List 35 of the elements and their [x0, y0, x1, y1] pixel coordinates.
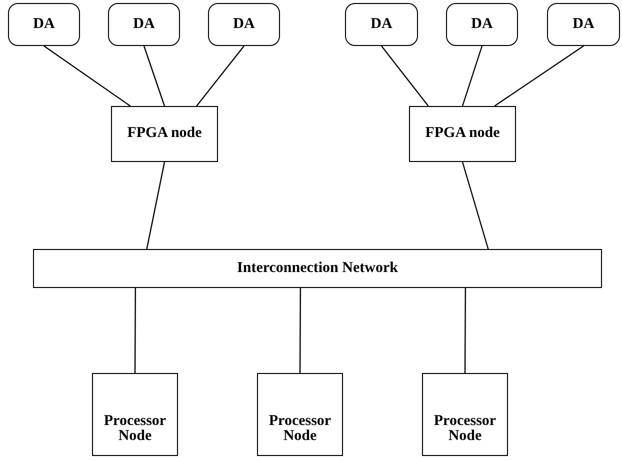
- node-label: DA: [572, 16, 594, 32]
- device-box: [547, 3, 620, 46]
- device-box: [345, 3, 418, 46]
- node-label: FPGA node: [127, 126, 202, 142]
- connector-line: [381, 46, 429, 106]
- device-box: [8, 3, 80, 46]
- node-label: FPGA node: [425, 126, 500, 142]
- device-box: [108, 3, 180, 46]
- node-label: Processor Node: [268, 414, 332, 445]
- process-box: [422, 373, 508, 456]
- connector-line: [146, 162, 166, 250]
- device-box: [208, 3, 280, 46]
- connector-line: [462, 46, 483, 106]
- node-label: DA: [370, 16, 392, 32]
- node-label: DA: [133, 16, 155, 32]
- node-label: Processor Node: [432, 414, 498, 445]
- node-label: DA: [33, 16, 55, 32]
- node-label: DA: [471, 16, 493, 32]
- network-bar: [33, 249, 602, 288]
- node-label: Processor Node: [102, 414, 168, 445]
- connector-line: [464, 288, 466, 373]
- node-label: Interconnection Network: [237, 260, 398, 276]
- connector-line: [44, 46, 131, 106]
- connector-line: [143, 46, 166, 106]
- connector-line: [299, 288, 302, 373]
- process-box: [257, 373, 343, 456]
- connector-line: [494, 46, 584, 106]
- process-box: [409, 106, 516, 162]
- connector-line: [196, 46, 244, 106]
- node-label: DA: [233, 16, 255, 32]
- connector-line: [134, 288, 136, 373]
- process-box: [111, 106, 218, 162]
- process-box: [92, 373, 178, 456]
- device-box: [446, 3, 518, 46]
- connector-line: [462, 162, 489, 250]
